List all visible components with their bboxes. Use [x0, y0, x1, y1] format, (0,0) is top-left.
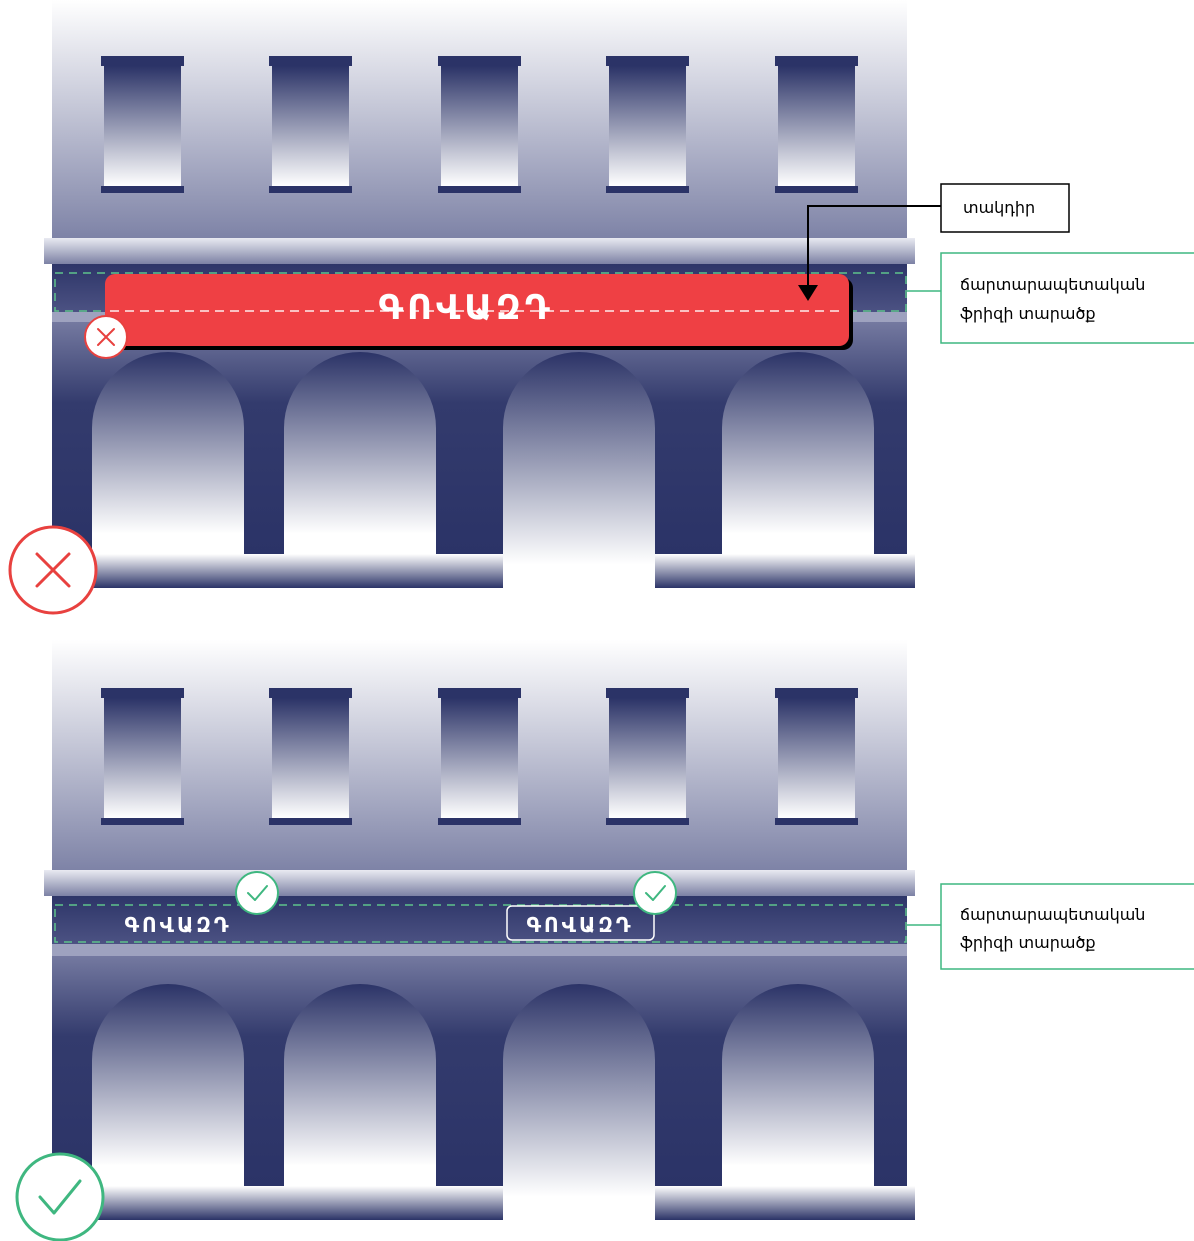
window	[269, 56, 352, 193]
callout-arrow-line	[807, 205, 941, 287]
sign-text: ԳՈՎԱԶԴ	[378, 288, 553, 328]
check-icon	[38, 1179, 82, 1215]
building-wrong: ԳՈՎԱԶԴ	[44, 0, 941, 588]
door-arch	[503, 352, 655, 588]
arch	[722, 984, 874, 1186]
frieze-bottom-ledge	[52, 944, 907, 956]
arch	[722, 352, 874, 554]
boxed-sign	[506, 905, 655, 941]
check-icon	[645, 885, 666, 901]
window-row	[101, 56, 858, 193]
window	[269, 688, 352, 825]
correct-badge	[15, 1152, 105, 1241]
cornice-ledge	[44, 238, 915, 264]
window	[606, 56, 689, 193]
window	[438, 56, 521, 193]
cross-icon	[97, 328, 115, 346]
arch	[284, 352, 436, 554]
arch	[92, 352, 244, 554]
boxed-sign-text: ԳՈՎԱԶԴ	[526, 913, 633, 937]
arch-row	[92, 352, 874, 554]
window-row	[101, 688, 858, 825]
door-arch	[503, 984, 655, 1220]
callout-frieze-line2: ֆրիզի տարածք	[960, 304, 1096, 323]
check-badge-small	[235, 871, 279, 915]
wrong-badge	[8, 525, 98, 615]
callout-frieze-line1: ճարտարապետական	[960, 905, 1145, 924]
arch-row	[92, 984, 874, 1186]
callout-signboard-text: տակդիր	[963, 198, 1035, 217]
signboard-oversized	[105, 274, 849, 346]
frieze-band	[52, 896, 907, 944]
check-badge-small	[633, 871, 677, 915]
callout-signboard: տակդիր	[940, 183, 1070, 233]
frieze-zone-guide	[54, 272, 907, 312]
window	[101, 688, 184, 825]
callout-frieze-top: ճարտարապետական ֆրիզի տարածք	[907, 252, 1194, 344]
frieze-zone-guide	[54, 904, 907, 943]
arch	[92, 984, 244, 1186]
cornice-ledge	[44, 870, 915, 896]
window	[775, 688, 858, 825]
individual-letters-sign: ԳՈՎԱԶԴ	[124, 913, 231, 937]
window	[438, 688, 521, 825]
callout-frieze-line1: ճարտարապետական	[960, 275, 1145, 294]
callout-frieze-line2: ֆրիզի տարածք	[960, 933, 1096, 952]
check-icon	[247, 885, 268, 901]
cross-icon	[35, 552, 71, 588]
building-correct: ԳՈՎԱԶԴ ԳՈՎԱԶԴ	[44, 640, 915, 1220]
window	[101, 56, 184, 193]
window	[606, 688, 689, 825]
arch	[284, 984, 436, 1186]
callout-frieze-bottom: ճարտարապետական ֆրիզի տարածք	[907, 883, 1194, 970]
window	[775, 56, 858, 193]
arrow-head-icon	[798, 285, 818, 301]
